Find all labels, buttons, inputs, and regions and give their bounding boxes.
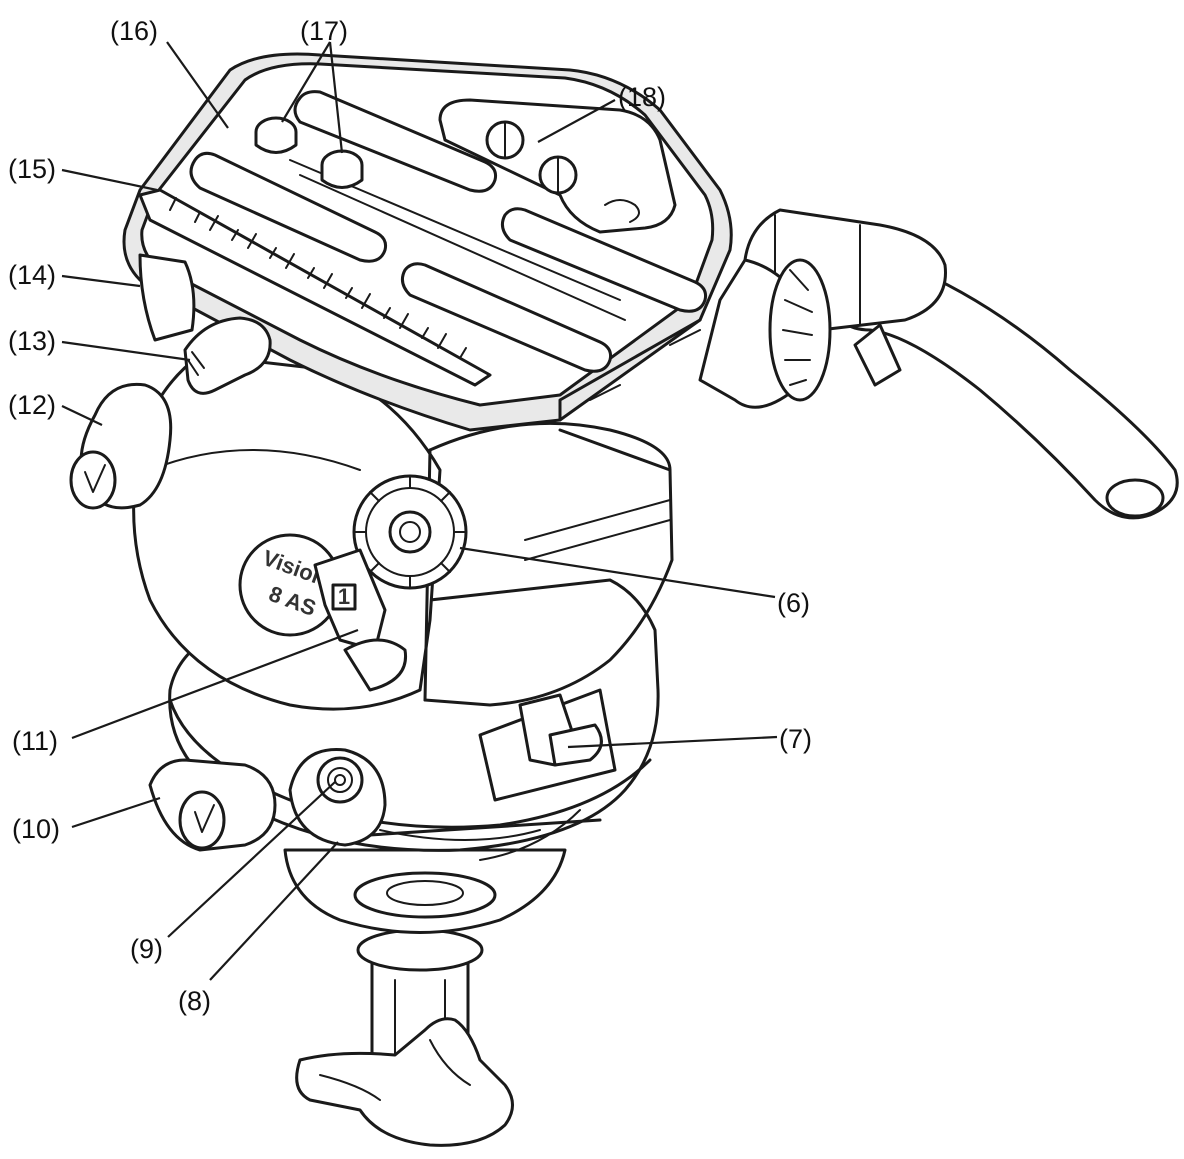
callout-18: (18): [618, 82, 666, 112]
leader-18: [537, 99, 616, 143]
bubble-level: [288, 748, 387, 847]
pan-handle: [698, 208, 1179, 520]
bowl-base: [283, 848, 567, 934]
callout-12: (12): [8, 390, 56, 420]
callout-7: (7): [779, 724, 812, 754]
index-mark: 1: [338, 584, 350, 609]
camera-screws: [438, 98, 677, 234]
leader-16: [166, 41, 229, 129]
callout-8: (8): [178, 986, 211, 1016]
leader-13: [61, 340, 191, 362]
plate-lock-knobs: [254, 116, 364, 189]
leader-7: [567, 735, 778, 749]
index-lever: 1: [313, 548, 408, 692]
tilt-drag-knob: [148, 758, 277, 852]
leader-14: [61, 274, 141, 288]
leader-10: [71, 796, 161, 829]
leader-15: [61, 168, 158, 192]
callout-11: (11): [12, 726, 58, 756]
leader-17b: [328, 41, 344, 154]
pan-lock-knob: [69, 382, 173, 510]
scale-ticks: [169, 197, 467, 359]
plate-release-tab: [138, 253, 196, 342]
callout-9: (9): [130, 934, 163, 964]
leader-11: [71, 628, 359, 740]
clamp-knob: [295, 1017, 514, 1147]
leader-9: [167, 781, 336, 938]
model-badge: Vision 8 AS: [238, 533, 342, 637]
counterbalance-knob: [352, 474, 468, 590]
leader-8: [209, 841, 339, 981]
tilt-lock-lever: [183, 316, 272, 395]
callout-17: (17): [300, 16, 348, 46]
callout-16: (16): [110, 16, 158, 46]
callout-15: (15): [8, 154, 56, 184]
leader-17a: [281, 41, 331, 123]
callout-10: (10): [12, 814, 60, 844]
leader-lines: [61, 41, 778, 981]
callout-13: (13): [8, 326, 56, 356]
pan-drag-control: [478, 688, 617, 802]
leader-12: [61, 405, 103, 426]
callout-6: (6): [777, 588, 810, 618]
leader-6: [459, 546, 776, 599]
callout-labels: (16) (17) (18) (15) (14) (13) (12) (6) (…: [8, 16, 812, 1016]
callout-14: (14): [8, 260, 56, 290]
